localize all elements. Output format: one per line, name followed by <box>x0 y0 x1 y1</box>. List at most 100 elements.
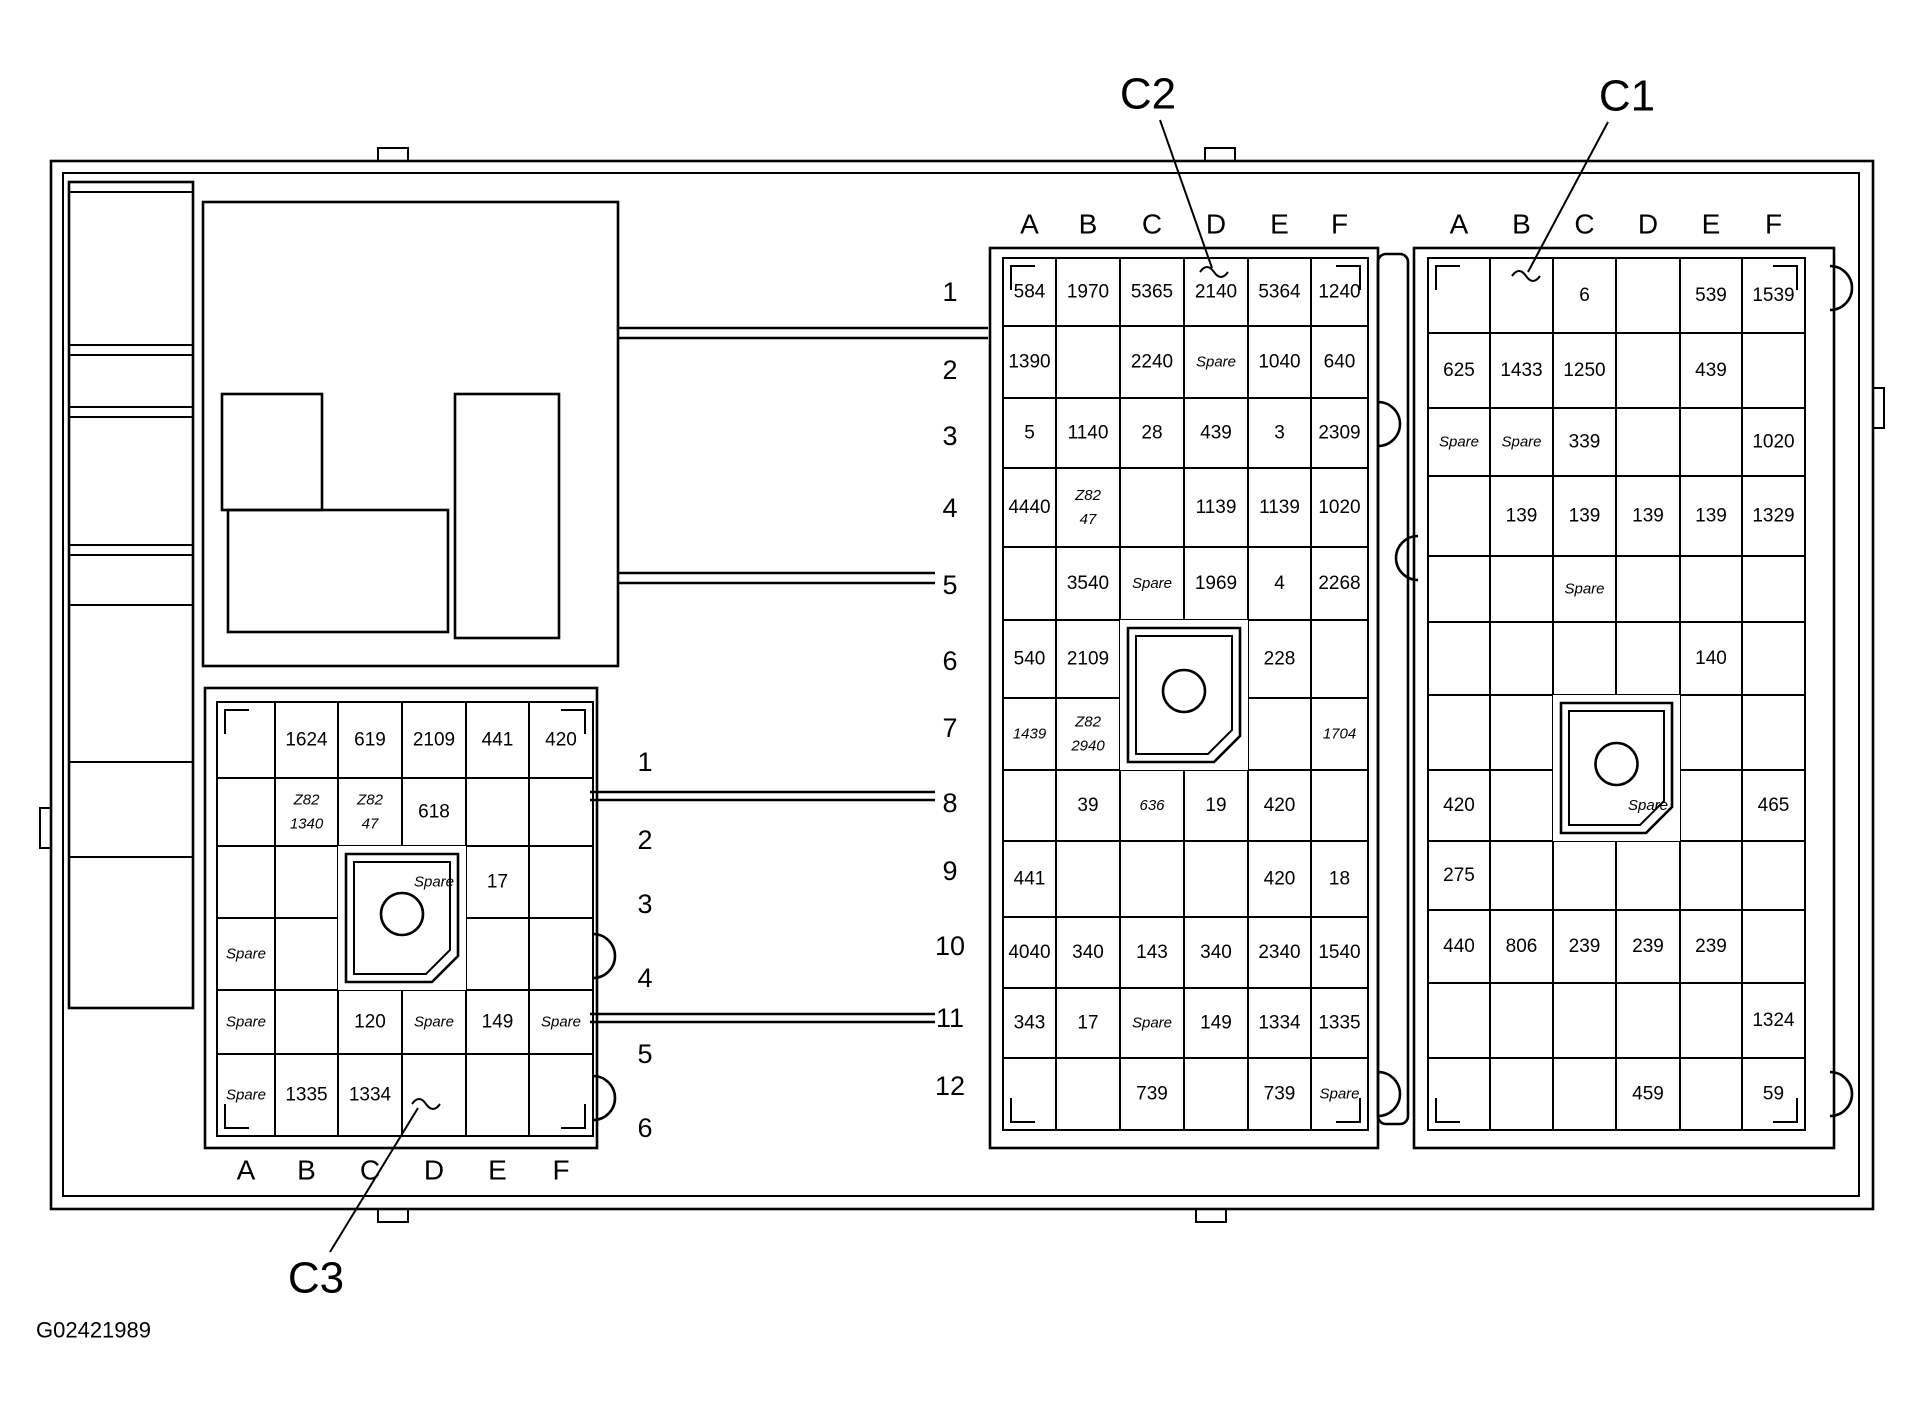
c2-cell-B3: 1140 <box>1068 423 1109 444</box>
c1-frame <box>1412 246 1836 1150</box>
c1-cell-C5: Spare <box>1564 581 1604 598</box>
c3-cell-E1: 441 <box>482 730 514 751</box>
c2-cell-D11: 149 <box>1200 1013 1232 1034</box>
c2-cell-C2: 2240 <box>1131 352 1173 373</box>
c2-cell-E9: 420 <box>1264 869 1296 890</box>
c2-col-header-C: C <box>1142 209 1162 240</box>
c1-cell-B3: Spare <box>1501 434 1541 451</box>
c1-cell-A10: 440 <box>1443 936 1475 957</box>
c2-cell-D8: 19 <box>1205 795 1226 816</box>
c3-col-header-F: F <box>552 1155 569 1186</box>
c2-col-header-E: E <box>1270 209 1289 240</box>
c2-cell-A1: 584 <box>1014 282 1046 303</box>
c3-screw-hole <box>379 891 425 937</box>
c3-cell-E3: 17 <box>487 872 508 893</box>
c3-corner-key <box>224 1104 249 1129</box>
c1-col-header-C: C <box>1574 209 1594 240</box>
c3-cell-B6: 1335 <box>285 1085 327 1106</box>
c2-row-label-11: 11 <box>936 1003 964 1033</box>
c2-cell-E3: 3 <box>1274 423 1285 444</box>
c3-row-label-6: 6 <box>637 1113 652 1143</box>
c2-cell-A3: 5 <box>1024 423 1035 444</box>
c2-cell-D2: Spare <box>1196 354 1236 371</box>
c3-row-label-1: 1 <box>637 747 652 777</box>
c2-cell-A7: 1439 <box>1013 726 1047 743</box>
c2-col-header-A: A <box>1020 209 1039 240</box>
c2-cell-E12: 739 <box>1264 1084 1296 1105</box>
c3-corner-key <box>561 709 586 734</box>
c1-notch <box>1394 534 1419 582</box>
c1-cell-C3: 339 <box>1569 432 1601 453</box>
c1-cell-C10: 239 <box>1569 936 1601 957</box>
c2-cell-A11: 343 <box>1014 1013 1046 1034</box>
c1-col-header-E: E <box>1702 209 1721 240</box>
c1-cell-D10: 239 <box>1632 936 1664 957</box>
c2-row-label-7: 7 <box>942 713 957 743</box>
c1-boss-inner <box>1568 710 1665 826</box>
c3-boss-inner <box>353 861 451 975</box>
c2-row-label-9: 9 <box>942 856 957 886</box>
c3-frame <box>203 686 599 1150</box>
c2-boss-bg <box>1120 620 1248 770</box>
c2-cell-C11: Spare <box>1132 1015 1172 1032</box>
callout-c2-label: C2 <box>1120 70 1176 119</box>
c2-row-label-12: 12 <box>935 1071 965 1101</box>
c1-cell-B10: 806 <box>1506 936 1538 957</box>
c1-cell-A9: 275 <box>1443 865 1475 886</box>
c3-cell-D1: 2109 <box>413 730 455 751</box>
c1-corner-key <box>1435 1098 1460 1123</box>
c2-col-header-F: F <box>1331 209 1348 240</box>
callout-c3-label: C3 <box>288 1254 344 1303</box>
c1-notch <box>1829 264 1854 312</box>
c2-cell-B7-line2: 2940 <box>1070 738 1105 755</box>
c3-col-header-D: D <box>424 1155 444 1186</box>
c2-col-header-B: B <box>1079 209 1098 240</box>
c2-row-label-10: 10 <box>935 931 965 961</box>
c1-cell-D8: Spare <box>1628 797 1668 814</box>
c2-notch <box>1377 1070 1402 1118</box>
c3-cell-B2-line2: 1340 <box>290 816 324 833</box>
c3-row-label-3: 3 <box>637 889 652 919</box>
c3-notch <box>592 932 617 980</box>
c2-cell-A9: 441 <box>1014 869 1046 890</box>
c2-cell-F11: 1335 <box>1318 1013 1360 1034</box>
c2-cell-E1: 5364 <box>1258 282 1301 303</box>
c2-cell-A10: 4040 <box>1008 942 1050 963</box>
c2-notch <box>1377 400 1402 448</box>
c3-col-header-E: E <box>488 1155 507 1186</box>
c2-row-label-2: 2 <box>942 355 957 385</box>
c2-cell-C5: Spare <box>1132 575 1172 592</box>
c3-cell-A5: Spare <box>226 1014 266 1031</box>
c1-corner-key <box>1773 265 1798 290</box>
c3-corner-key <box>561 1104 586 1129</box>
c1-cell-B4: 139 <box>1506 506 1538 527</box>
c1-cell-E6: 140 <box>1695 648 1727 669</box>
c2-cell-C8: 636 <box>1139 797 1165 814</box>
c3-row-label-4: 4 <box>637 963 652 993</box>
c1-cell-A2: 625 <box>1443 360 1475 381</box>
c2-cell-A6: 540 <box>1014 649 1046 670</box>
figure-id: G02421989 <box>36 1318 151 1343</box>
c2-cell-B5: 3540 <box>1067 573 1109 594</box>
c3-cell-C2: Z82 <box>356 792 384 809</box>
c1-boss-bg <box>1553 695 1680 841</box>
c3-boss <box>344 852 460 984</box>
c2-cell-D10: 340 <box>1200 942 1232 963</box>
c2-row-label-6: 6 <box>942 646 957 676</box>
c1-cell-E10: 239 <box>1695 936 1727 957</box>
c1-cell-F4: 1329 <box>1752 506 1794 527</box>
callout-c3: C3 <box>288 1098 441 1303</box>
c1-col-header-F: F <box>1765 209 1782 240</box>
c2-cell-F3: 2309 <box>1318 423 1360 444</box>
c2-cell-E8: 420 <box>1264 795 1296 816</box>
c1-cell-E2: 439 <box>1695 360 1727 381</box>
c3-cell-B1: 1624 <box>285 730 328 751</box>
c2-cell-F12: Spare <box>1319 1086 1359 1103</box>
c1-cell-B2: 1433 <box>1500 360 1542 381</box>
c3-cell-A6: Spare <box>226 1087 266 1104</box>
left-relay-strip <box>67 180 195 1010</box>
c1-cell-F11: 1324 <box>1752 1010 1795 1031</box>
c3-corner-key <box>224 709 249 734</box>
